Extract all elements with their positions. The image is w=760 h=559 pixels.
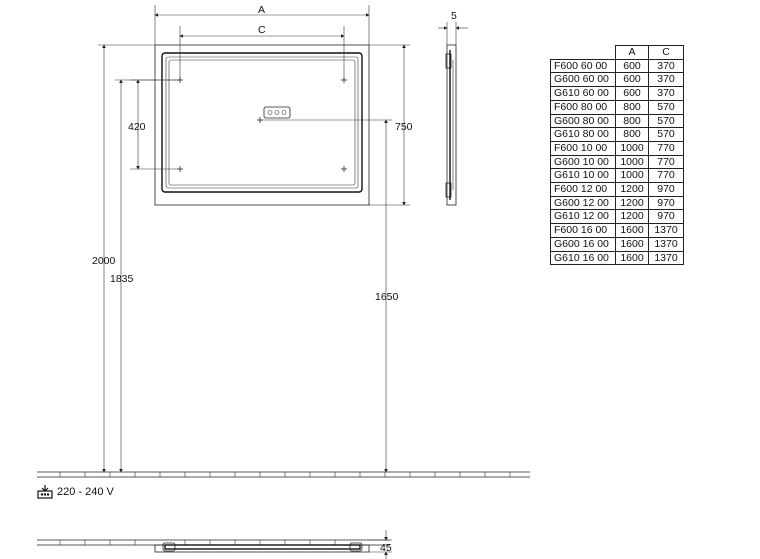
a-cell: 1000 <box>615 140 649 156</box>
model-cell: G600 60 00 <box>550 72 616 88</box>
c-cell: 370 <box>648 86 684 101</box>
table-header-a: A <box>615 45 649 60</box>
dimension-2000-label: 2000 <box>92 255 116 267</box>
c-cell: 770 <box>648 140 684 156</box>
c-cell: 1370 <box>648 236 684 252</box>
c-cell: 370 <box>648 72 684 88</box>
c-cell: 570 <box>648 99 684 115</box>
a-cell: 1200 <box>615 209 649 225</box>
c-cell: 570 <box>648 127 684 142</box>
a-cell: 1000 <box>615 154 649 170</box>
model-cell: F600 10 00 <box>550 140 616 156</box>
a-cell: 800 <box>615 113 649 129</box>
dimension-750-label: 750 <box>395 121 413 133</box>
mounting-point-bottom-right <box>341 166 347 172</box>
c-cell: 570 <box>648 113 684 129</box>
dimension-1650 <box>262 119 392 473</box>
dimension-2000 <box>98 44 155 473</box>
c-cell: 1370 <box>648 223 684 238</box>
dimension-a-label: A <box>258 4 265 16</box>
power-supply-note: 220 - 240 V <box>37 485 114 499</box>
dimension-c <box>179 26 345 80</box>
a-cell: 1600 <box>615 250 649 266</box>
c-cell: 970 <box>648 182 684 197</box>
a-cell: 1600 <box>615 236 649 252</box>
power-voltage: 220 - 240 V <box>57 486 114 498</box>
mirror-front-view <box>154 44 370 206</box>
a-cell: 600 <box>615 58 649 74</box>
c-cell: 770 <box>648 168 684 184</box>
a-cell: 600 <box>615 86 649 101</box>
model-cell: G610 10 00 <box>550 168 616 184</box>
a-cell: 1200 <box>615 182 649 197</box>
dimension-5-label: 5 <box>451 10 457 22</box>
dimension-420-label: 420 <box>128 121 146 133</box>
dimension-750 <box>369 44 410 206</box>
mirror-side-view <box>438 22 468 206</box>
dimension-45-label: 45 <box>380 542 392 554</box>
mirror-top-view <box>37 530 392 559</box>
table-header-c: C <box>648 45 684 60</box>
dimension-1835-label: 1835 <box>110 273 134 285</box>
model-cell: G600 16 00 <box>550 236 616 252</box>
model-cell: G600 80 00 <box>550 113 616 129</box>
floor-line <box>37 471 530 478</box>
a-cell: 1600 <box>615 223 649 238</box>
model-cell: G610 80 00 <box>550 127 616 142</box>
model-cell: F600 16 00 <box>550 223 616 238</box>
a-cell: 600 <box>615 72 649 88</box>
c-cell: 370 <box>648 58 684 74</box>
table-header-row: A C <box>550 45 684 60</box>
model-cell: G600 12 00 <box>550 195 616 211</box>
c-cell: 1370 <box>648 250 684 266</box>
c-cell: 770 <box>648 154 684 170</box>
a-cell: 800 <box>615 99 649 115</box>
a-cell: 1200 <box>615 195 649 211</box>
model-cell: G610 16 00 <box>550 250 616 266</box>
model-cell: G600 10 00 <box>550 154 616 170</box>
a-cell: 1000 <box>615 168 649 184</box>
model-cell: F600 60 00 <box>550 58 616 74</box>
c-cell: 970 <box>648 195 684 211</box>
dimension-a <box>154 5 370 45</box>
switch-module <box>257 106 291 123</box>
model-cell: G610 12 00 <box>550 209 616 225</box>
power-supply-icon <box>37 485 53 499</box>
dimension-1835 <box>115 79 177 473</box>
model-cell: F600 12 00 <box>550 182 616 197</box>
c-cell: 970 <box>648 209 684 225</box>
dimension-c-label: C <box>258 24 266 36</box>
model-cell: F600 80 00 <box>550 99 616 115</box>
table-header-blank <box>550 45 616 60</box>
model-cell: G610 60 00 <box>550 86 616 101</box>
dimension-1650-label: 1650 <box>375 291 399 303</box>
a-cell: 800 <box>615 127 649 142</box>
